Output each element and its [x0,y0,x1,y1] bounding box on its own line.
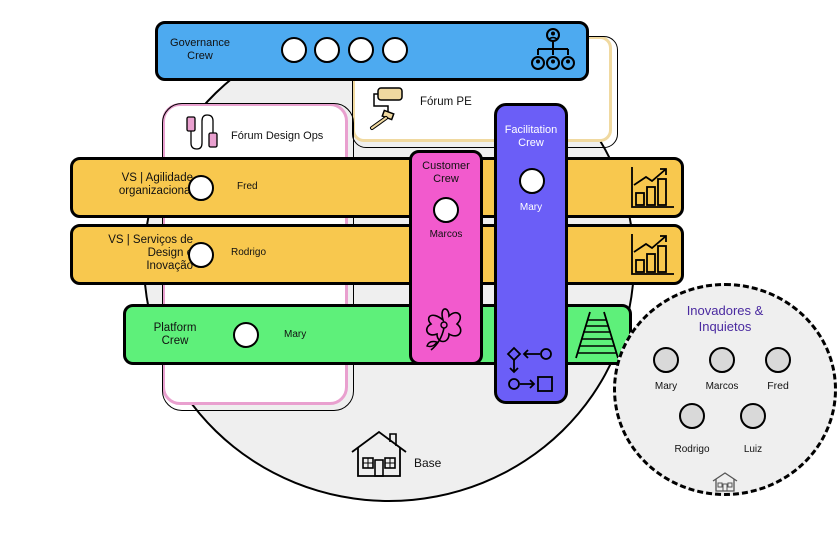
paint-roller-icon [370,87,403,130]
inovadores-title: Inovadores & Inquietos [686,303,764,334]
inovadores-member-circle [679,403,705,429]
governance-member-slot-1 [281,37,307,63]
growth-chart-icon [631,234,674,275]
vs-servicos-member: Rodrigo [231,247,267,258]
customer-crew-bar [409,150,483,365]
facilitation-member-circle [519,168,545,194]
inovadores-member-circle [740,403,766,429]
platform-crew-label: Platform Crew [153,322,197,347]
vs-agilidade-bar [70,157,684,218]
workflow-icon [506,346,553,392]
governance-crew-label: Governance Crew [170,37,230,62]
inovadores-member-name: Luiz [743,444,763,455]
inovadores-member-name: Fred [767,380,789,392]
forum-design-ops-label: Fórum Design Ops [231,130,324,142]
vs-agilidade-member-circle [188,175,214,201]
customer-member-circle [433,197,459,223]
vs-servicos-member-circle [188,242,214,268]
governance-member-slot-4 [382,37,408,63]
small-house-icon [712,472,738,492]
forum-pe-label: Fórum PE [420,96,472,108]
house-icon [351,430,407,477]
inovadores-member-circle [765,347,791,373]
governance-member-slot-3 [348,37,374,63]
growth-chart-icon [631,167,674,208]
base-label: Base [414,456,442,470]
customer-crew-label: Customer Crew [422,160,470,185]
cable-icon [186,114,218,150]
railroad-tracks-icon [575,311,619,359]
vs-servicos-label: VS | Serviços de Design e Inovação [108,234,193,272]
vs-servicos-bar [70,224,684,285]
platform-member: Mary [284,329,307,340]
inovadores-member-circle [653,347,679,373]
facilitation-crew-label: Facilitation Crew [504,124,558,149]
org-hierarchy-icon [531,28,575,70]
platform-member-circle [233,322,259,348]
inovadores-member-circle [709,347,735,373]
inovadores-member-name: Marcos [705,381,739,392]
vs-agilidade-label: VS | Agilidade organizacional [118,172,193,197]
facilitation-member: Mary [519,202,543,213]
customer-member: Marcos [429,229,463,240]
governance-member-slot-2 [314,37,340,63]
inovadores-member-name: Mary [654,381,678,392]
inovadores-member-name: Rodrigo [674,444,710,455]
inovadores-circle [613,283,837,496]
flower-icon [425,308,462,351]
vs-agilidade-member: Fred [237,181,258,192]
